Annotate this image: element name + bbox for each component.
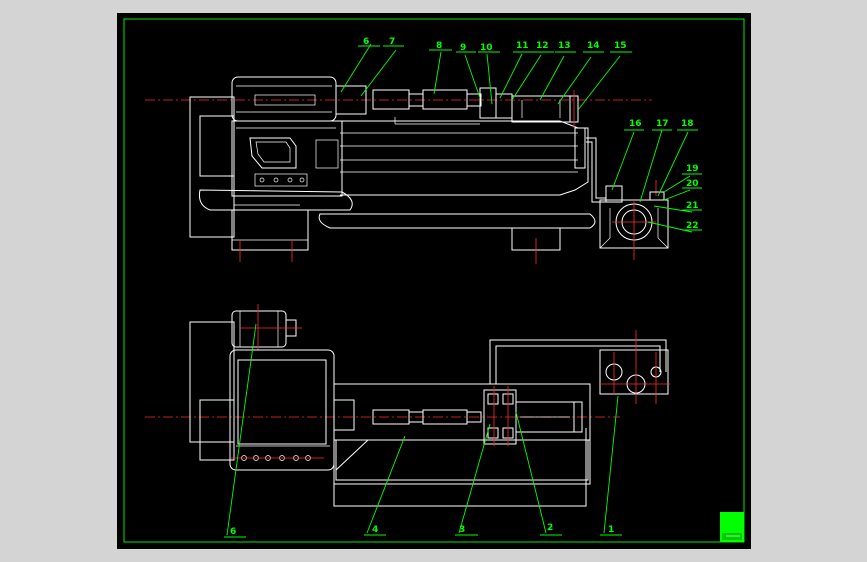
callout-label: 21 — [686, 201, 699, 211]
front-view-callouts: 6 7 8 9 10 11 12 13 14 15 16 17 18 19 20… — [340, 37, 702, 233]
callout-label: 17 — [656, 119, 669, 129]
callout-label: 1 — [608, 525, 614, 535]
cad-drawing: 6 7 8 9 10 11 12 13 14 15 16 17 18 19 20… — [123, 18, 745, 543]
callout-label: 19 — [686, 164, 699, 174]
callout-label: 4 — [372, 525, 378, 535]
callout-label: 20 — [686, 179, 699, 189]
drawing-sheet: 6 7 8 9 10 11 12 13 14 15 16 17 18 19 20… — [117, 13, 751, 549]
callout-label: 7 — [389, 37, 395, 47]
callout-label: 11 — [516, 41, 529, 51]
callout-label: 3 — [459, 525, 465, 535]
callout-label: 6 — [363, 37, 369, 47]
callout-label: 13 — [558, 41, 571, 51]
sheet-frame — [123, 18, 745, 543]
callout-label: 14 — [587, 41, 600, 51]
top-view — [145, 304, 670, 507]
callout-label: 9 — [460, 43, 466, 53]
top-view-callouts: 6 4 3 2 1 — [224, 323, 622, 538]
callout-label: 18 — [681, 119, 694, 129]
callout-label: 10 — [480, 43, 493, 53]
title-block-icon — [720, 512, 744, 542]
callout-label: 15 — [614, 41, 627, 51]
callout-label: 2 — [547, 523, 553, 533]
callout-label: 8 — [436, 41, 442, 51]
callout-label: 16 — [629, 119, 642, 129]
front-view — [145, 76, 669, 264]
callout-label: 22 — [686, 221, 699, 231]
callout-label: 6 — [230, 527, 236, 537]
callout-label: 12 — [536, 41, 549, 51]
